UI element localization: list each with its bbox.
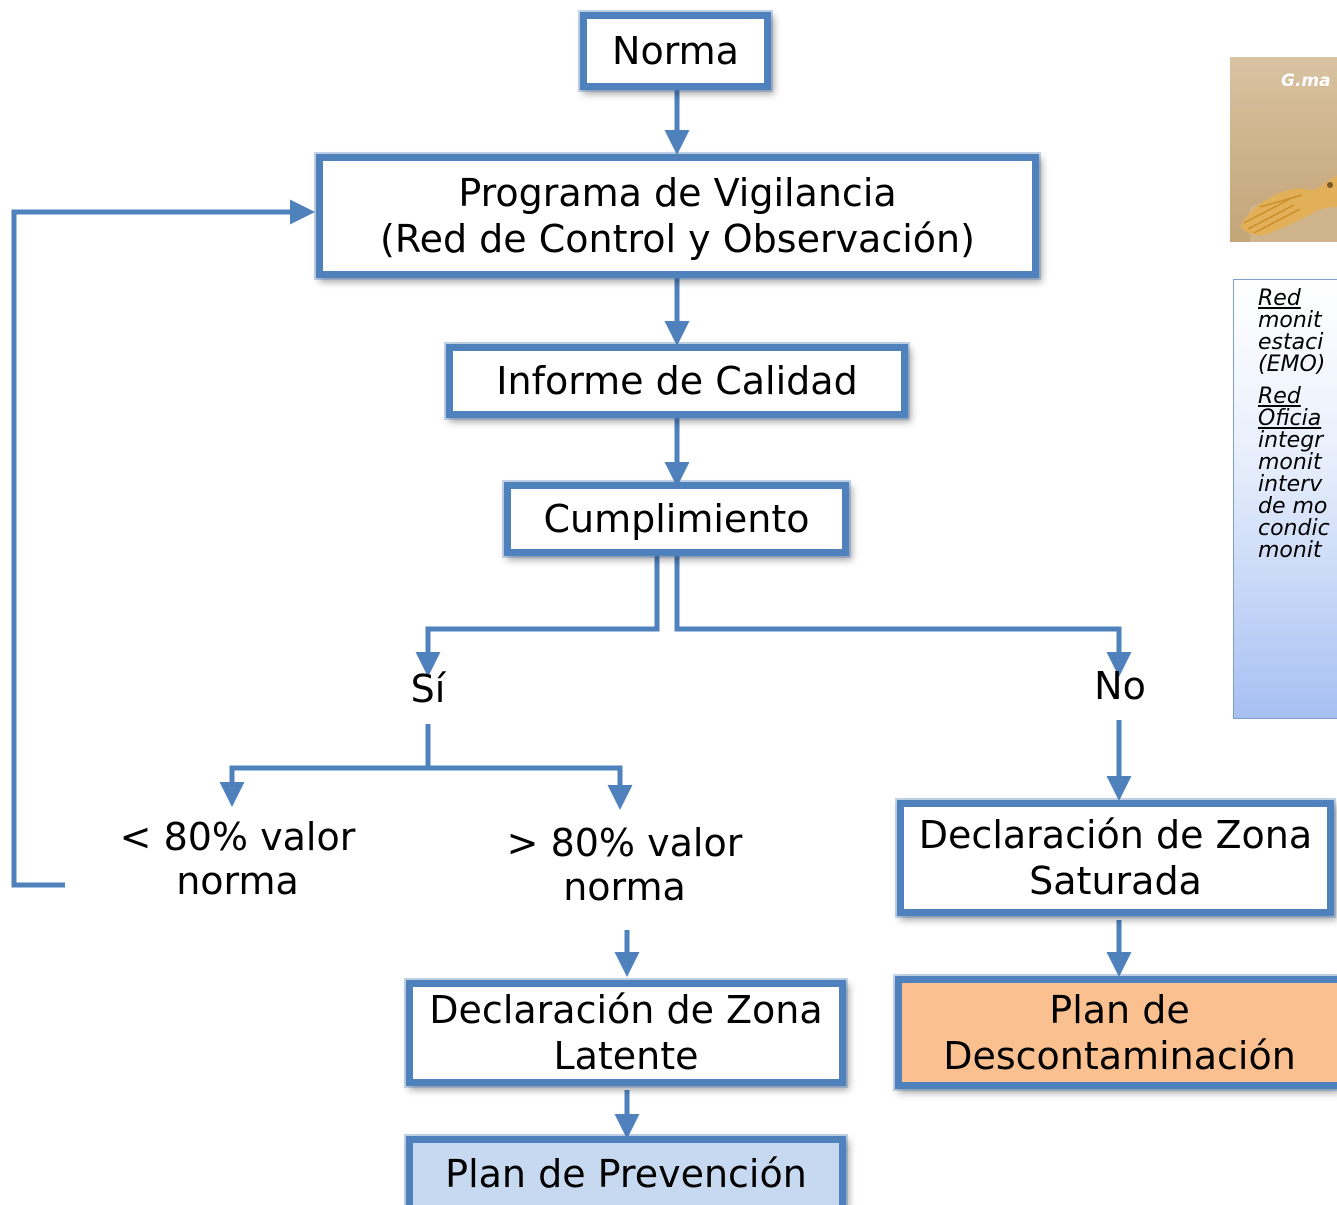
side-line-10: condic bbox=[1258, 516, 1330, 541]
arrow-to-mayor bbox=[428, 765, 633, 810]
no-label: No bbox=[1094, 664, 1146, 708]
mayor-80-line1: > 80% valor bbox=[506, 821, 743, 865]
zona-latente-box: Declaración de Zona Latente bbox=[406, 980, 846, 1086]
latente-label-line2: Latente bbox=[553, 1034, 699, 1078]
menor-80-line2: norma bbox=[176, 859, 299, 903]
side-line-9: de mo bbox=[1258, 494, 1328, 519]
feedback-loop-to-programa bbox=[11, 199, 315, 888]
norma-label: Norma bbox=[612, 29, 739, 73]
side-line-5: Oficia bbox=[1258, 406, 1322, 431]
side-info-panel: Red monit estaci (EMO) Red Oficia integr… bbox=[1233, 279, 1337, 719]
zona-saturada-box: Declaración de Zona Saturada bbox=[897, 800, 1334, 916]
informe-calidad-box: Informe de Calidad bbox=[446, 344, 908, 418]
informe-label: Informe de Calidad bbox=[496, 359, 858, 403]
side-line-3: (EMO) bbox=[1258, 352, 1326, 377]
side-line-6: integr bbox=[1258, 428, 1324, 453]
connector-cumplimiento-no bbox=[674, 554, 1132, 677]
saturada-label-line1: Declaración de Zona bbox=[918, 813, 1313, 857]
si-label: Sí bbox=[410, 667, 446, 711]
side-line-4: Red bbox=[1258, 384, 1301, 409]
descontaminacion-label-line1: Plan de bbox=[1049, 987, 1190, 1032]
plan-descontaminacion-box: Plan de Descontaminación bbox=[895, 976, 1337, 1089]
fish-tail-image bbox=[1240, 175, 1337, 242]
cumplimiento-label: Cumplimiento bbox=[543, 497, 810, 541]
latente-label-line1: Declaración de Zona bbox=[429, 988, 823, 1032]
cumplimiento-box: Cumplimiento bbox=[504, 482, 849, 556]
fish-photo: G.ma bbox=[1230, 57, 1337, 242]
side-line-1: monit bbox=[1258, 308, 1322, 333]
side-line-2: estaci bbox=[1258, 330, 1324, 355]
programa-vigilancia-box: Programa de Vigilancia (Red de Control y… bbox=[316, 154, 1039, 278]
plan-prevencion-box: Plan de Prevención bbox=[406, 1136, 846, 1205]
saturada-label-line2: Saturada bbox=[1029, 859, 1202, 903]
connector-cumplimiento-si bbox=[415, 554, 660, 677]
descontaminacion-label-line2: Descontaminación bbox=[943, 1033, 1296, 1078]
photo-caption: G.ma bbox=[1281, 71, 1331, 91]
norma-box: Norma bbox=[580, 12, 771, 90]
programa-label-line1: Programa de Vigilancia bbox=[458, 171, 897, 215]
side-line-7: monit bbox=[1258, 450, 1322, 475]
side-line-11: monit bbox=[1258, 538, 1322, 563]
mayor-80-line2: norma bbox=[563, 865, 686, 909]
mayor-80-label: > 80% valor norma bbox=[482, 821, 767, 909]
prevencion-label: Plan de Prevención bbox=[445, 1152, 807, 1196]
menor-80-label: < 80% valor norma bbox=[95, 815, 380, 903]
programa-label-line2: (Red de Control y Observación) bbox=[380, 217, 975, 261]
side-line-8: interv bbox=[1258, 472, 1323, 497]
arrow-to-menor bbox=[219, 765, 428, 807]
side-line-0: Red bbox=[1258, 286, 1301, 311]
menor-80-line1: < 80% valor bbox=[119, 815, 356, 859]
